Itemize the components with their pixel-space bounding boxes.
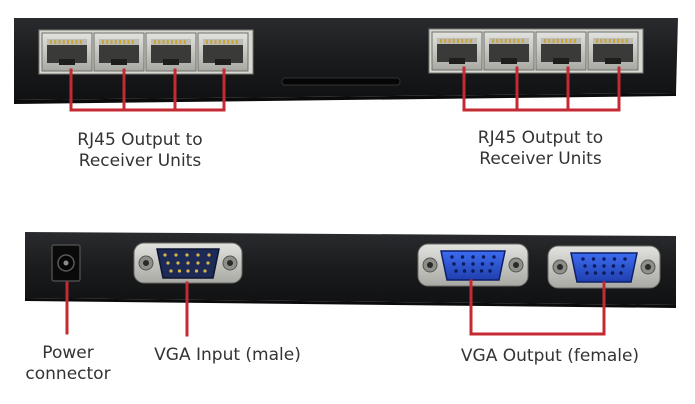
power-jack-icon xyxy=(51,244,81,282)
callout-vga-output xyxy=(469,279,606,336)
rj45-port-icon xyxy=(431,31,483,71)
label-line: Power xyxy=(42,343,94,363)
rj45-port-icon xyxy=(145,32,197,72)
callout-rj45-left xyxy=(69,68,226,112)
rj45-port-icon xyxy=(483,31,535,71)
vga-male-port-icon xyxy=(133,242,243,284)
rj45-port-icon xyxy=(197,32,249,72)
label-line: Receiver Units xyxy=(78,151,202,171)
label-line: Receiver Units xyxy=(479,149,602,169)
center-slot xyxy=(281,77,401,86)
rj45-port-icon xyxy=(587,31,639,71)
callout-rj45-right xyxy=(462,66,621,112)
rj45-port-icon xyxy=(41,32,93,72)
vga-female-port-icon xyxy=(417,243,529,287)
rj45-port-group-left xyxy=(38,29,254,75)
rj45-port-icon xyxy=(93,32,145,72)
label-power-connector: Power connector xyxy=(8,343,128,385)
rj45-port-group-right xyxy=(428,28,644,74)
label-rj45-output-left: RJ45 Output to Receiver Units xyxy=(60,130,220,172)
label-line: RJ45 Output to xyxy=(77,130,203,150)
label-line: connector xyxy=(25,364,111,384)
label-line: RJ45 Output to xyxy=(477,128,604,148)
label-vga-input: VGA Input (male) xyxy=(154,345,301,365)
label-rj45-output-right: RJ45 Output to Receiver Units xyxy=(458,128,623,170)
label-vga-output: VGA Output (female) xyxy=(460,346,640,366)
rj45-port-icon xyxy=(535,31,587,71)
vga-female-port-icon xyxy=(547,245,661,289)
